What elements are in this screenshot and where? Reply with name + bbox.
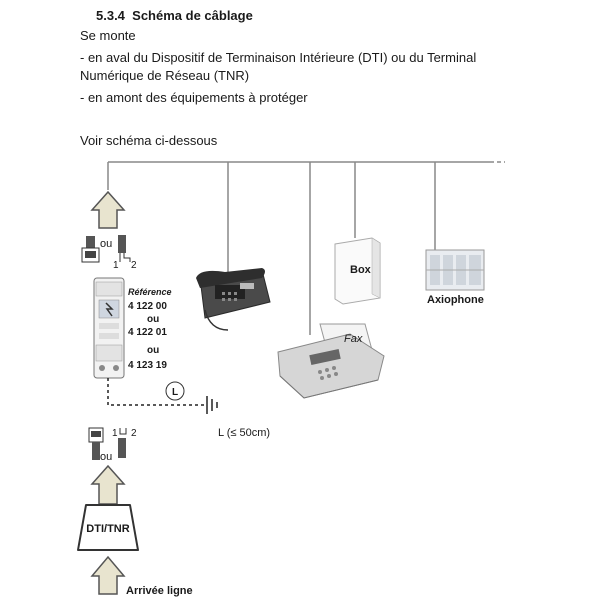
up-arrow-icon: [90, 190, 126, 229]
up-arrow-icon: [90, 555, 126, 595]
line-arrival-label: Arrivée ligne: [126, 585, 193, 597]
ground-length-symbol: L: [172, 387, 178, 398]
reference-3: 4 123 19: [128, 360, 167, 371]
bottom-wire-1-label: 1: [112, 428, 118, 439]
telephone-bus-line: [107, 161, 505, 335]
fax-machine-icon: [277, 323, 385, 399]
bottom-connector-or-label: ou: [100, 451, 112, 463]
section-number: 5.3.4: [96, 8, 125, 23]
dti-tnr-label: DTI/TNR: [86, 523, 129, 535]
internet-box-icon: [334, 237, 381, 305]
section-title: 5.3.4 Schéma de câblage: [96, 8, 253, 23]
telephone-icon: [196, 268, 271, 331]
surge-protector-module: [93, 277, 125, 379]
fax-label: Fax: [344, 333, 363, 345]
bullet-upstream: - en amont des équipements à protéger: [80, 90, 308, 105]
box-label: Box: [350, 264, 372, 276]
up-arrow-icon: [90, 464, 126, 505]
top-wire-2-label: 2: [131, 260, 137, 271]
reference-heading: Référence: [128, 287, 172, 297]
rj-socket-icon: [88, 427, 104, 460]
section-title-text: Schéma de câblage: [132, 8, 253, 23]
intro-text: Se monte: [80, 28, 136, 43]
dti-tnr-box: [77, 504, 139, 551]
ground-length-label: L (≤ 50cm): [218, 427, 270, 439]
top-wire-1-label: 1: [113, 260, 119, 271]
ground-connection: [107, 378, 218, 414]
bottom-wire-2-label: 2: [131, 428, 137, 439]
axiophone-label: Axiophone: [427, 294, 484, 306]
see-diagram-text: Voir schéma ci-dessous: [80, 133, 218, 148]
wire-terminal-icon: [118, 235, 131, 262]
reference-2: 4 122 01: [128, 327, 167, 338]
bullet-downstream-line2: Numérique de Réseau (TNR): [80, 68, 250, 83]
reference-separator-1: ou: [147, 314, 159, 325]
axiophone-icon: [425, 249, 485, 291]
bullet-downstream-line1: - en aval du Dispositif de Terminaison I…: [80, 50, 477, 65]
reference-separator-2: ou: [147, 345, 159, 356]
top-connector-or-label: ou: [100, 238, 112, 250]
rj-plug-icon: [81, 236, 100, 263]
bottom-wire-terminal-icon: [118, 428, 127, 458]
reference-1: 4 122 00: [128, 301, 167, 312]
